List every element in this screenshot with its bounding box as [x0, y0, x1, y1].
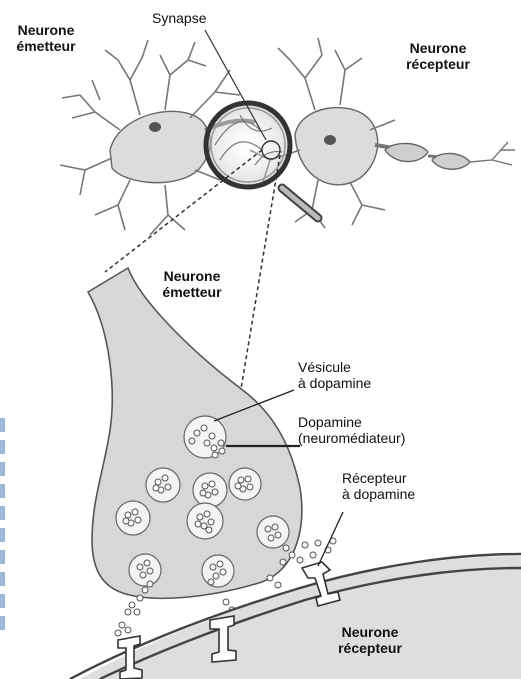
zoom-emitter-line-2: émetteur	[148, 284, 236, 300]
top-receiver-line-2: récepteur	[388, 56, 488, 72]
zoom-receiver-line-2: récepteur	[320, 640, 420, 656]
top-emitter-label: Neurone émetteur	[0, 22, 92, 54]
top-emitter-line-2: émetteur	[0, 38, 92, 54]
zoom-receiver-line-1: Neurone	[320, 624, 420, 640]
top-receiver-line-1: Neurone	[388, 40, 488, 56]
zoom-receiver-label: Neurone récepteur	[320, 624, 420, 656]
synapse-label: Synapse	[152, 10, 206, 26]
vesicle-label: Vésicule à dopamine	[298, 359, 371, 391]
top-emitter-line-1: Neurone	[0, 22, 92, 38]
vesicle-line-2: à dopamine	[298, 375, 371, 391]
dopamine-label: Dopamine (neuromédiateur)	[298, 414, 405, 446]
dopamine-line-2: (neuromédiateur)	[298, 430, 405, 446]
vesicle-line-1: Vésicule	[298, 359, 371, 375]
top-receiver-label: Neurone récepteur	[388, 40, 488, 72]
dopamine-line-1: Dopamine	[298, 414, 405, 430]
receptor-line-2: à dopamine	[342, 486, 415, 502]
zoom-emitter-line-1: Neurone	[148, 268, 236, 284]
receptor-label: Récepteur à dopamine	[342, 470, 415, 502]
zoom-emitter-label: Neurone émetteur	[148, 268, 236, 300]
receptor-line-1: Récepteur	[342, 470, 415, 486]
